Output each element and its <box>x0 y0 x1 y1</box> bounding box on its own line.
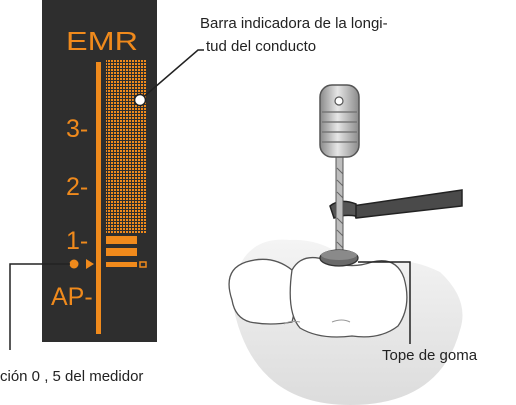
file-handle <box>319 84 360 158</box>
stopper-callout-label: Tope de goma <box>382 347 478 364</box>
stopper-callout: Tope de goma <box>358 261 478 364</box>
display-title: EMR <box>66 26 138 56</box>
treated-tooth <box>289 256 408 338</box>
bar-callout-leader <box>139 49 204 101</box>
meter-callout-leader <box>9 263 70 350</box>
scale-line <box>96 62 101 334</box>
scale-label-3: 3- <box>66 115 88 143</box>
bar-callout-label-line1: Barra indicadora de la longi- <box>200 15 388 32</box>
indicator-bar <box>106 248 137 256</box>
rubber-stopper-top <box>321 250 357 260</box>
indicator-bar <box>106 262 137 267</box>
bar-callout-anchor <box>133 93 147 107</box>
emr-display: EMR 3- 2- 1- AP- <box>42 0 157 342</box>
tooth-contour <box>331 319 351 323</box>
file-handle-hole <box>334 96 344 106</box>
file-twist <box>336 167 344 249</box>
indicator-bar-outline <box>139 261 147 268</box>
tooth-contour <box>283 320 301 325</box>
meter-callout-label: ción 0 , 5 del medidor <box>0 368 143 385</box>
length-indicator-column <box>106 60 147 233</box>
indicator-bar <box>106 236 137 244</box>
scale-label-1: 1- <box>66 227 88 255</box>
scale-label-ap: AP- <box>51 283 93 311</box>
meter-marker-arrow <box>86 259 94 269</box>
scale-label-2: 2- <box>66 173 88 201</box>
meter-marker-dot <box>69 259 79 269</box>
tooth-illustration <box>228 84 463 405</box>
stopper-callout-leader <box>358 261 411 344</box>
file-clip-arm <box>351 189 463 219</box>
file-handle-grip <box>322 111 357 143</box>
bar-callout-label-line2: tud del conducto <box>206 38 316 55</box>
adjacent-tooth-left <box>228 258 297 325</box>
meter-callout: ción 0 , 5 del medidor <box>0 263 143 385</box>
bar-callout: Barra indicadora de la longi- tud del co… <box>133 15 388 107</box>
